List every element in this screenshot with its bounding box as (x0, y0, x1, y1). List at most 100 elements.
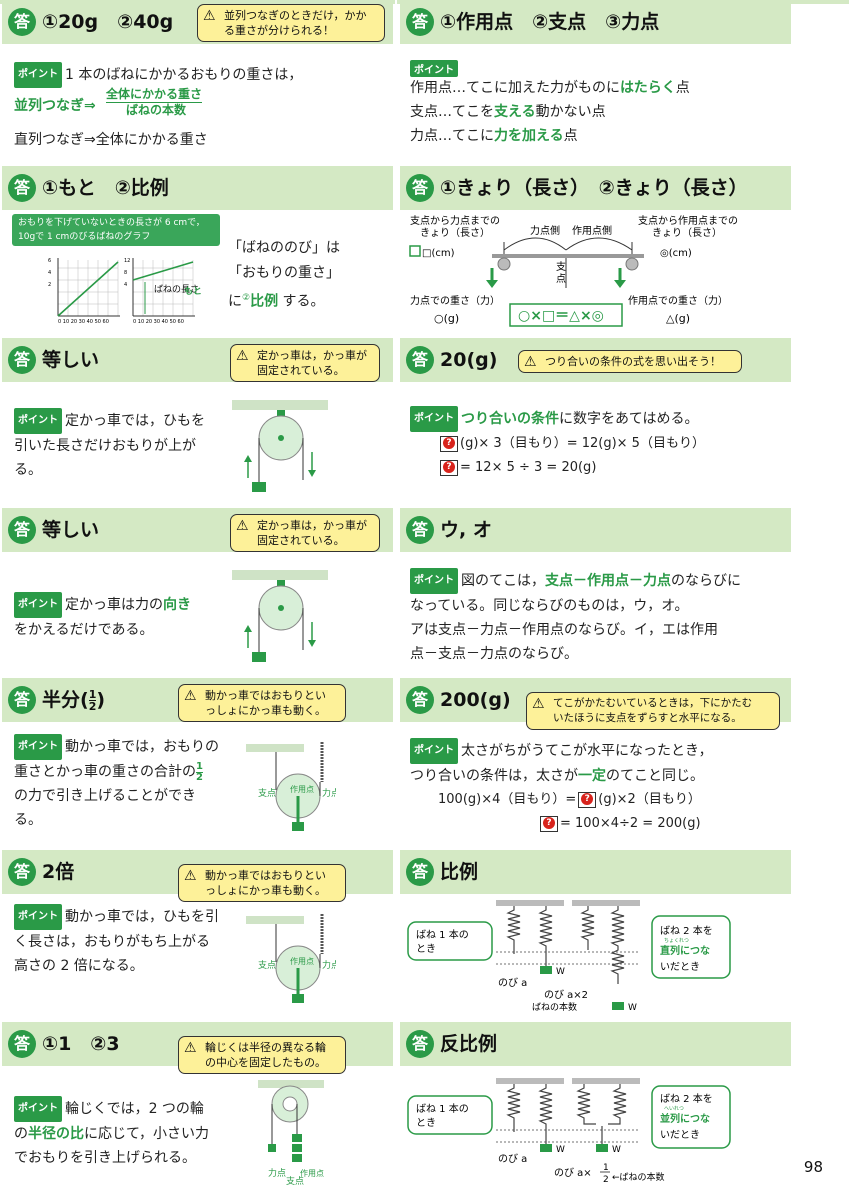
answer-badge: 答 (8, 1030, 36, 1058)
graph-label: ばねの長さ (154, 284, 199, 296)
ruby-text: へいれつ (664, 1106, 684, 1112)
graph-label-text: ばねの長さ (154, 285, 200, 295)
answer-header: 答 ①きょり（長さ） ②きょり（長さ） (400, 166, 791, 210)
weight-label: W (628, 1003, 637, 1013)
answer-badge: 答 (406, 516, 434, 544)
note-line: の中心を固定したもの。 (205, 1056, 326, 1069)
lever-diagram: 支点から力点までの きょり（長さ） 力点側 作用点側 支点から作用点までの きょ… (409, 214, 738, 327)
answer-text: 等しい (42, 349, 100, 371)
warning-note: ⚠ 定かっ車は，かっ車が 固定されている。 (230, 344, 380, 382)
explanation-text: に数字をあてはめる。 (559, 411, 699, 427)
answer-header: 答 等しい ⚠ 定かっ車は，かっ車が 固定されている。 (2, 508, 393, 552)
stretch-label: のび a (498, 1153, 527, 1165)
callout-text: とき (416, 943, 436, 955)
answer-badge: 答 (406, 346, 434, 374)
answer-text: 等しい (42, 519, 100, 541)
weight-label: △(g) (666, 312, 690, 325)
answer-badge: 答 (8, 8, 36, 36)
explanation-emphasis: つり合いの条件 (461, 411, 559, 427)
weight-label: ○(g) (434, 312, 459, 325)
answer-text: ①きょり（長さ） ②きょり（長さ） (440, 177, 748, 199)
left-section-1: 答 ①20g ②40g ⚠ 並列つなぎのときだけ，かか る重さが分けられる！ ポ… (2, 0, 393, 160)
fraction-numerator: 1 (603, 1163, 609, 1173)
explanation-line: 「ばねののび」は (228, 240, 340, 256)
answer-badge: 答 (8, 346, 36, 374)
explanation-line: 引いた長さだけおもりが上が (14, 438, 196, 454)
equation-line: = 12× 5 ÷ 3 = 20(g) (460, 460, 597, 475)
answer-header: 答 ウ, オ (400, 508, 791, 552)
effort-point-label: 力点 (322, 959, 336, 971)
answer-header: 答 ①作用点 ②支点 ③力点 (400, 0, 791, 44)
note-line: 固定されている。 (257, 534, 345, 547)
answer-badge: 答 (8, 516, 36, 544)
note-line: てこがかたむいているときは，下にかたむ (553, 697, 753, 709)
diagram-label: きょり（長さ） (420, 227, 490, 239)
explanation-emphasis: 支える (494, 104, 536, 120)
explanation-emphasis: はたらく (620, 80, 676, 96)
explanation-emphasis: 向き (163, 597, 191, 613)
note-line: 定かっ車は，かっ車が (257, 519, 367, 532)
warning-icon: ⚠ (184, 868, 197, 884)
movable-pulley-diagram: 支点 作用点 力点 (246, 914, 336, 1003)
point-badge: ポイント (14, 592, 62, 618)
svg-text:0 10 20 30 40 50 60: 0 10 20 30 40 50 60 (58, 319, 109, 324)
warning-icon: ⚠ (184, 1040, 197, 1056)
parallel-spring-diagram: ばね 1 本の とき W W のび a のび a× 1 2 ←ばねの本数 ばね … (407, 1078, 731, 1185)
answer-header: 答 ①1 ②3 ⚠ 輪じくは半径の異なる輪 の中心を固定したもの。 (2, 1022, 393, 1074)
explanation-line: 1 本のばねにかかるおもりの重さは， (65, 67, 303, 83)
explanation-line: でおもりを引き上げられる。 (14, 1150, 196, 1166)
explanation-line: アは支点－力点－作用点のならび。イ，エは作用 (410, 622, 718, 638)
right-section-2: 答 ①きょり（長さ） ②きょり（長さ） 支点から力点までの きょり（長さ） 力点… (400, 166, 791, 332)
warning-note: ⚠ 並列つなぎのときだけ，かか る重さが分けられる！ (197, 4, 385, 42)
explanation-line: 点－支点－力点のならび。 (410, 646, 578, 662)
point-badge: ポイント (410, 568, 458, 594)
note-line: 動かっ車ではおもりとい (205, 869, 326, 882)
right-section-3: 答 20(g) ⚠ つり合いの条件の式を思い出そう！ ポイントつり合いの条件に数… (400, 338, 791, 502)
column-divider (395, 0, 397, 1200)
wheel-and-axle-diagram: 力点 支点 作用点 (258, 1080, 324, 1187)
unknown-box (440, 435, 458, 452)
explanation-text: 定かっ車は力の (65, 597, 163, 613)
fixed-pulley-diagram (232, 400, 328, 492)
svg-text:0 10 20 30 40 50 60: 0 10 20 30 40 50 60 (133, 319, 184, 324)
ruby-text: ちょくれつ (664, 938, 689, 944)
explanation-line: をかえるだけである。 (14, 622, 154, 638)
answer-text: 200(g) (440, 689, 511, 711)
note-line: 固定されている。 (257, 364, 345, 377)
note-line: おもりを下げていないときの長さが 6 cmで， (18, 218, 205, 228)
effort-point-label: 力点 (322, 787, 336, 799)
explanation-line: る。 (14, 462, 42, 478)
answer-badge: 答 (8, 686, 36, 714)
right-section-4: 答 ウ, オ ポイント図のてこは，支点－作用点－力点のならびに なっている。同じ… (400, 508, 791, 672)
answer-badge: 答 (406, 174, 434, 202)
weight-label: W (556, 1145, 565, 1155)
point-badge: ポイント (14, 734, 62, 760)
diagram-label: 支点から力点までの (410, 214, 500, 227)
answer-header: 答 等しい ⚠ 定かっ車は，かっ車が 固定されている。 (2, 338, 393, 382)
callout-text: ばね 2 本を (660, 1092, 713, 1105)
explanation-text: のてこと同じ。 (606, 768, 704, 784)
point-badge: ポイント (14, 62, 62, 88)
stretch-label: ←ばねの本数 (612, 1171, 665, 1183)
answer-text: ①作用点 ②支点 ③力点 (440, 11, 660, 33)
fraction-denominator: ばねの本数 (126, 103, 187, 117)
warning-note: ⚠ つり合いの条件の式を思い出そう！ (518, 350, 742, 373)
note-line: 輪じくは半径の異なる輪 (205, 1041, 326, 1054)
diagram-label: 作用点側 (572, 224, 612, 237)
svg-text:8: 8 (124, 270, 127, 276)
explanation-text: に (228, 293, 242, 310)
action-point-label: 作用点 (290, 956, 314, 966)
equation-line: (g)× 3（目もり）= 12(g)× 5（目もり） (460, 436, 705, 451)
explanation-line: 定かっ車では，ひもを (65, 413, 205, 429)
warning-note: ⚠ 定かっ車は，かっ車が 固定されている。 (230, 514, 380, 552)
fulcrum-label: 支点 (286, 1175, 304, 1187)
explanation-emphasis: 半径の比 (28, 1126, 84, 1142)
answer-text: 2倍 (42, 861, 75, 883)
equation-text: 100(g)×4（目もり）= (438, 792, 577, 807)
note-line: いたほうに支点をずらすと水平になる。 (553, 712, 742, 724)
explanation: ポイント動かっ車では，ひもを引 く長さは，おもりがもち上がる 高さの 2 倍にな… (14, 904, 239, 978)
equation: ○×□＝△×◎ (518, 308, 604, 324)
